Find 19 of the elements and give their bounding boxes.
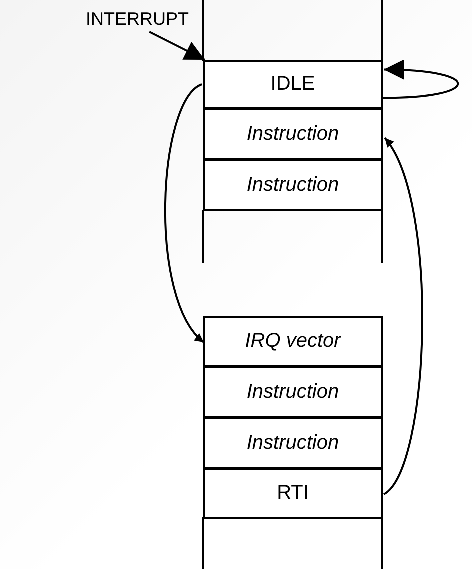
- memory-cell: [203, 366, 383, 418]
- cell-text: IDLE: [270, 73, 316, 96]
- arrow: [382, 60, 459, 100]
- cell-text: Instruction: [246, 432, 340, 454]
- arrow: [149, 31, 206, 61]
- memory-cell: [203, 468, 383, 519]
- arrow: [164, 84, 205, 344]
- memory-cell: [203, 60, 383, 109]
- cell-text: RTI: [277, 482, 309, 505]
- memory-cell: [203, 159, 383, 211]
- memory-cell: [203, 417, 383, 469]
- signal-label: INTERRUPT: [86, 8, 189, 30]
- arrow: [383, 138, 424, 496]
- memory-cell: [203, 316, 383, 367]
- cell-text: IRQ vector: [245, 330, 341, 353]
- cell-text: Instruction: [246, 380, 340, 404]
- cell-text: Instruction: [246, 122, 340, 146]
- memory-cell: [203, 108, 383, 160]
- cell-text: Instruction: [246, 174, 340, 196]
